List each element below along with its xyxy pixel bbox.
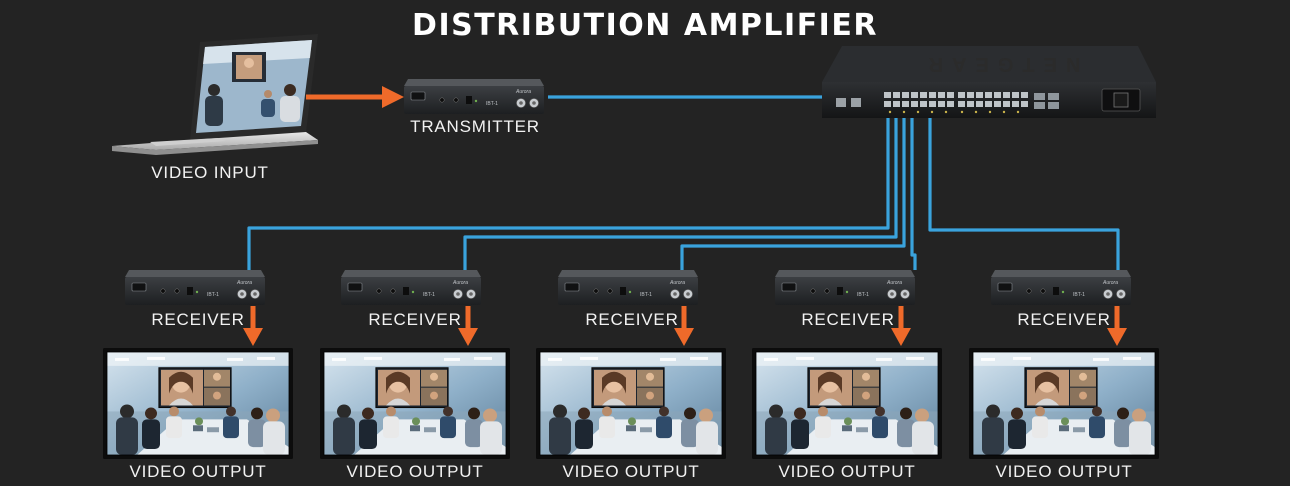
display-screen xyxy=(752,348,942,459)
cable-switch-to-receiver-5 xyxy=(928,116,1120,270)
receiver-device xyxy=(124,269,266,306)
output-arrow xyxy=(243,306,263,346)
video-output-label: VIDEO OUTPUT xyxy=(129,462,266,481)
receiver-label: RECEIVER xyxy=(368,310,461,329)
video-output-label: VIDEO OUTPUT xyxy=(995,462,1132,481)
cable-switch-to-receiver-1 xyxy=(247,116,890,270)
display-screen xyxy=(320,348,510,459)
cable-switch-to-receiver-4 xyxy=(910,116,917,270)
video-output-label: VIDEO OUTPUT xyxy=(778,462,915,481)
receiver-device xyxy=(340,269,482,306)
display-screen xyxy=(103,348,293,459)
receiver-device xyxy=(774,269,916,306)
display-screen xyxy=(969,348,1159,459)
receiver-device xyxy=(557,269,699,306)
laptop-icon xyxy=(112,34,318,155)
input-arrow xyxy=(306,86,404,108)
transmitter-device xyxy=(403,78,545,115)
receiver-label: RECEIVER xyxy=(151,310,244,329)
video-output-label: VIDEO OUTPUT xyxy=(562,462,699,481)
transmitter-label: TRANSMITTER xyxy=(410,117,540,136)
video-input-label: VIDEO INPUT xyxy=(151,163,268,182)
diagram-title: DISTRIBUTION AMPLIFIER xyxy=(412,8,878,43)
receiver-label: RECEIVER xyxy=(585,310,678,329)
receiver-label: RECEIVER xyxy=(801,310,894,329)
cable-switch-to-receiver-2 xyxy=(463,116,898,270)
video-output-label: VIDEO OUTPUT xyxy=(346,462,483,481)
receiver-label: RECEIVER xyxy=(1017,310,1110,329)
switch-brand-label: NETGEAR xyxy=(920,53,1081,75)
network-cables xyxy=(247,95,1120,270)
network-switch: NETGEAR xyxy=(822,46,1156,118)
receiver-device xyxy=(990,269,1132,306)
cable-switch-to-receiver-3 xyxy=(680,116,906,270)
display-screen xyxy=(536,348,726,459)
